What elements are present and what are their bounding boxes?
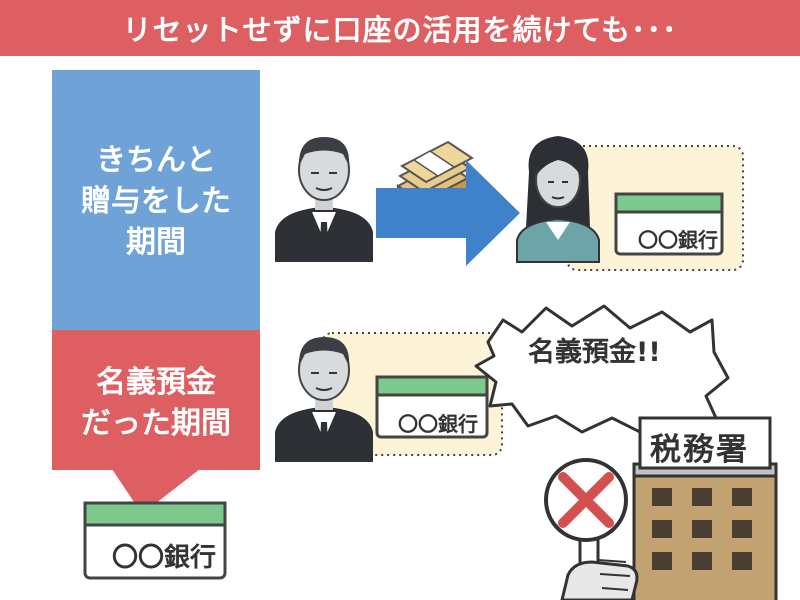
nominee-period-line-2: だった期間 — [81, 406, 231, 441]
bank-card-daughter — [614, 192, 724, 256]
bank-card-standalone — [83, 501, 227, 580]
bank-card-father — [375, 375, 489, 439]
title-banner: リセットせずに口座の活用を続けても･･･ — [0, 0, 800, 56]
nominee-period-line-1: 名義預金 — [96, 365, 216, 400]
bank-card-label-father: 〇〇銀行 — [398, 412, 478, 436]
daughter-icon — [516, 136, 600, 263]
banner-title: リセットせずに口座の活用を続けても･･･ — [122, 13, 678, 47]
nominee-period-panel: 名義預金 だった期間 — [52, 330, 260, 470]
bank-card-label-daughter: 〇〇銀行 — [638, 228, 718, 252]
bank-card-label-standalone: 〇〇銀行 — [112, 543, 217, 573]
gift-period-line-3: 期間 — [126, 225, 186, 260]
hand-holding-sign — [560, 528, 639, 600]
panel-pointer — [112, 469, 200, 514]
father-icon-bottom — [275, 337, 373, 462]
tax-office-building — [632, 416, 778, 600]
transfer-arrow — [376, 160, 520, 266]
tax-office-sign: 税務署 — [650, 432, 749, 468]
gift-period-line-1: きちんと — [96, 143, 216, 178]
father-icon-top — [275, 137, 373, 262]
gift-period-line-2: 贈与をした — [81, 184, 231, 219]
speech-text: 名義預金!! — [528, 337, 661, 368]
ng-sign-icon — [544, 458, 628, 542]
gift-period-panel: きちんと 贈与をした 期間 — [52, 70, 260, 330]
